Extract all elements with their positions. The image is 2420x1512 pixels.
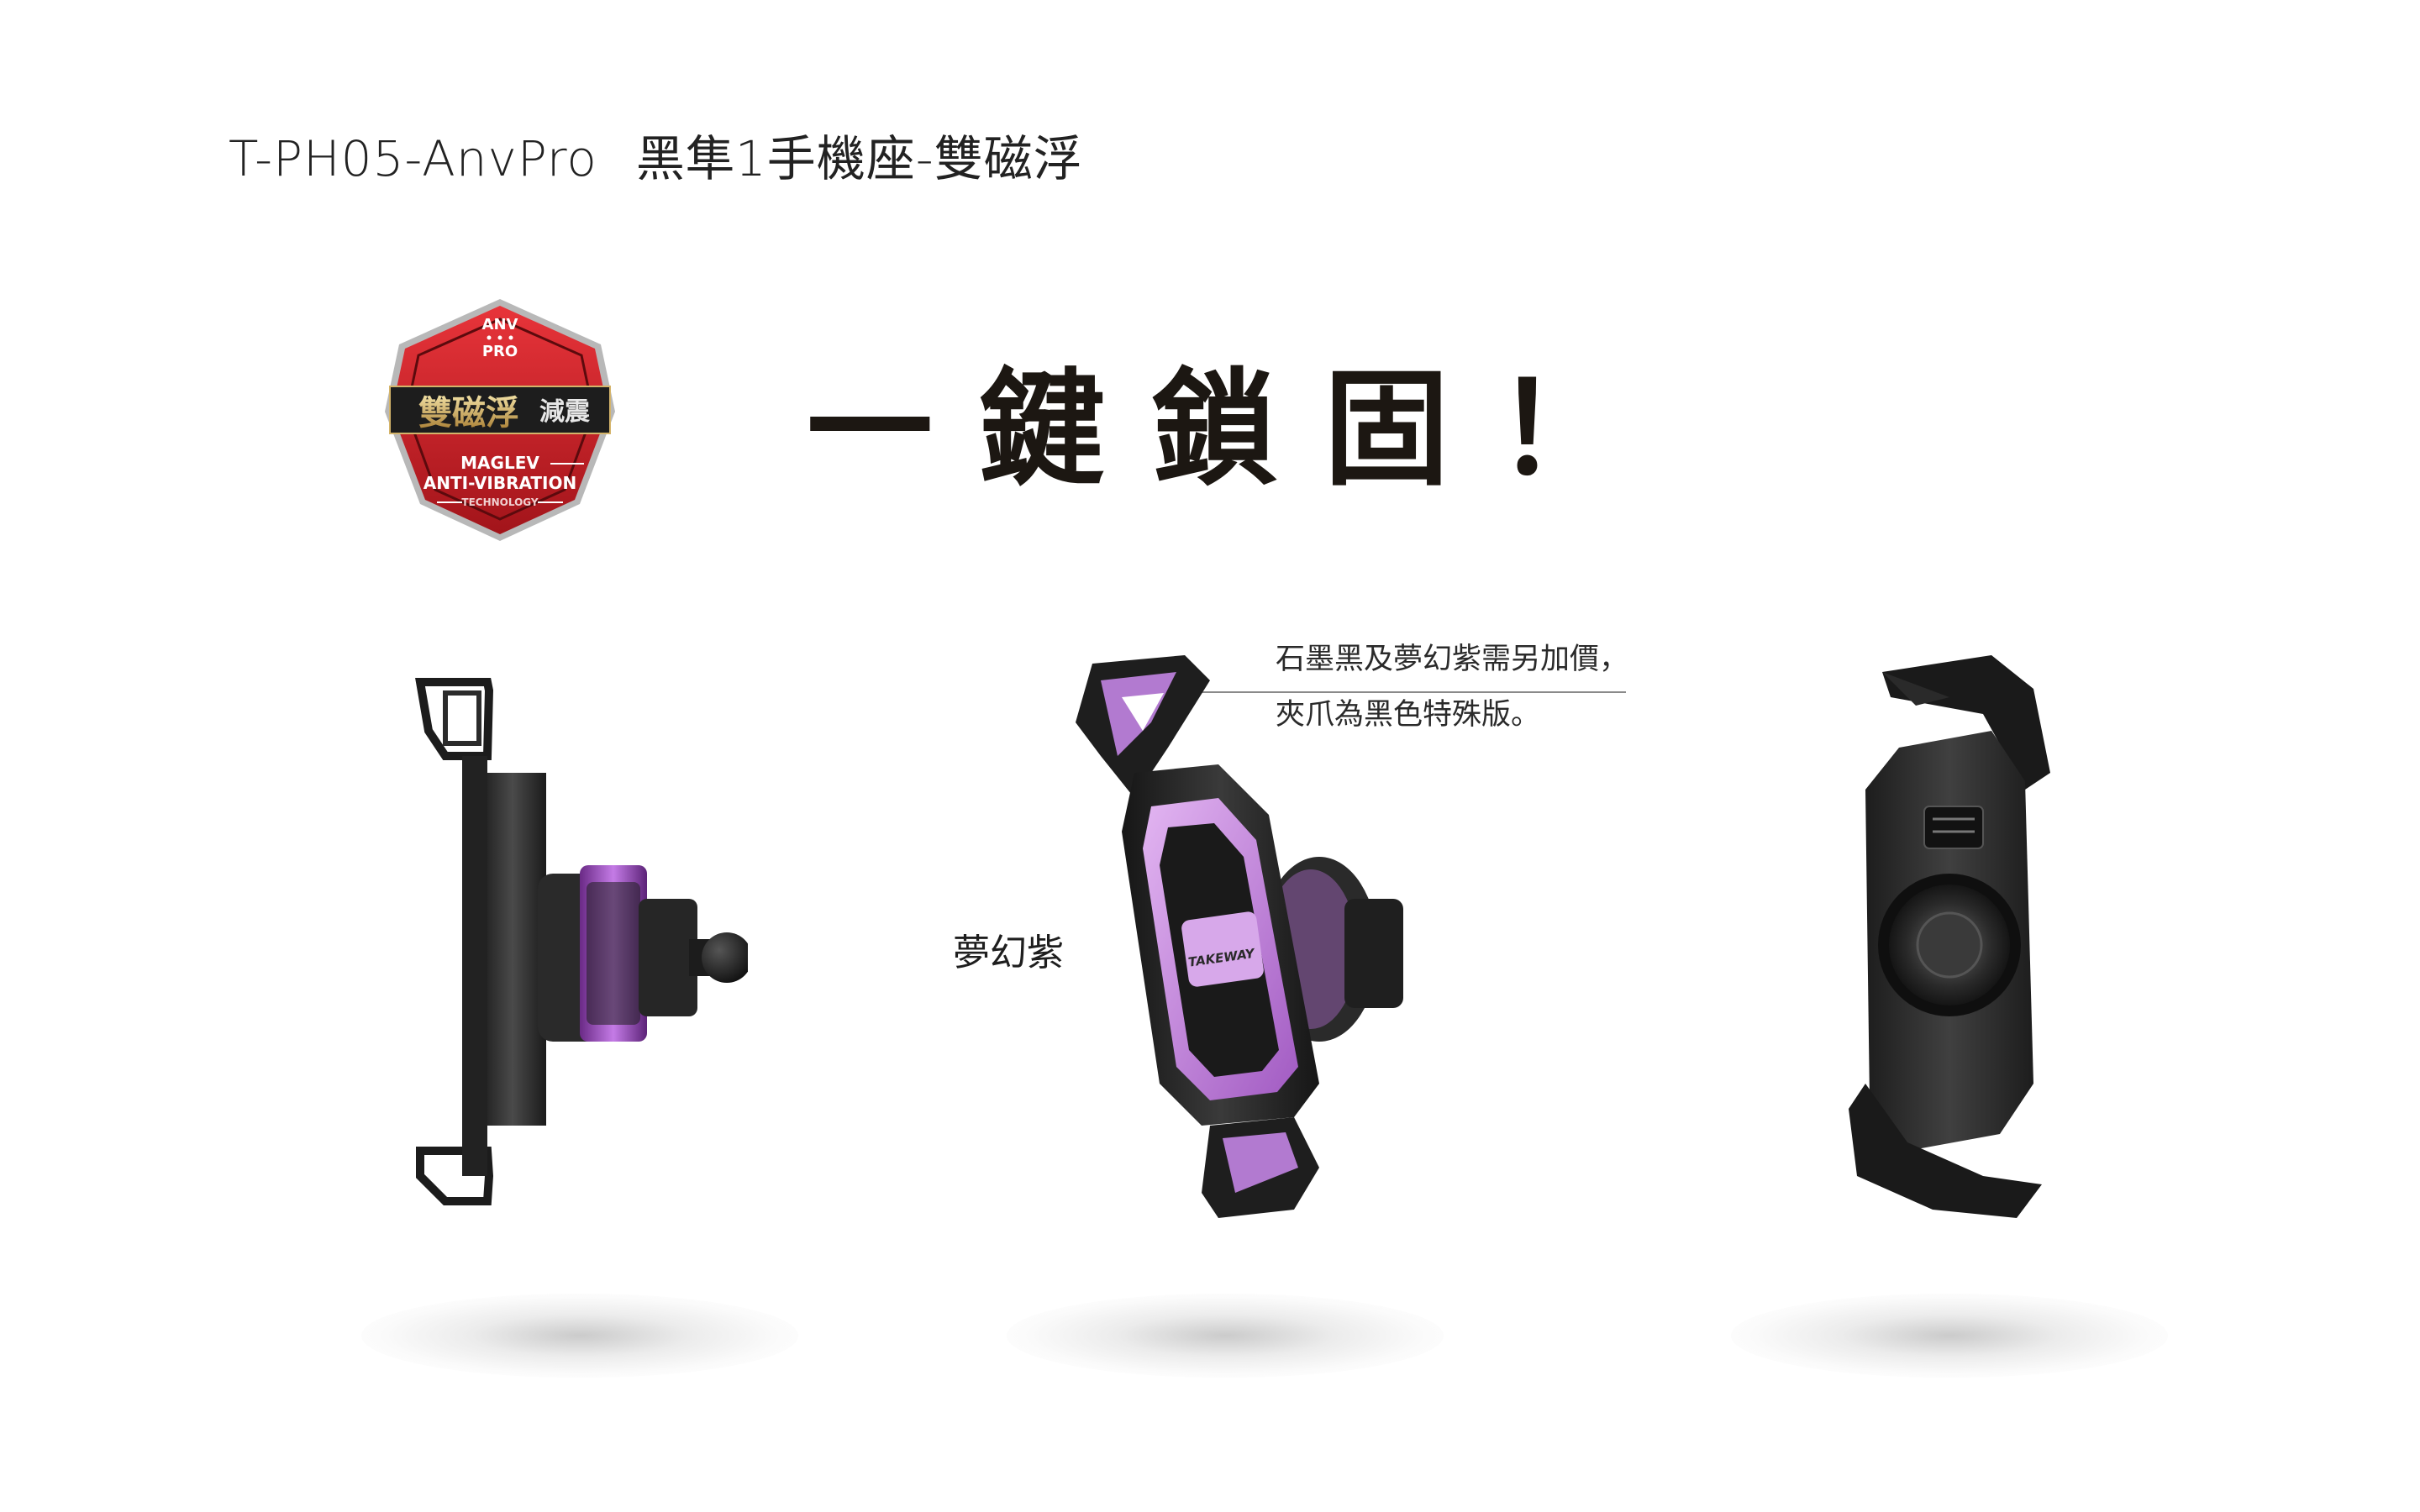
badge-main-2: 減震 [539, 397, 591, 427]
badge-line-3: TECHNOLOGY [461, 496, 538, 508]
note-line-2: 夾爪為黑色特殊版。 [1276, 698, 1541, 732]
product-side-view [395, 672, 752, 1210]
note-line-1: 石墨黑及夢幻紫需另加價， [1276, 643, 1629, 676]
badge-line-1: MAGLEV [460, 453, 539, 473]
slogan: 一鍵鎖固！ [807, 357, 1669, 503]
product-shadow-right [1731, 1294, 2168, 1378]
badge-top-2: PRO [482, 343, 518, 360]
note-rule [1155, 691, 1626, 693]
maglev-badge: ANV PRO 雙磁浮 減震 MAGLEV ANTI-VIBRATION TEC… [378, 294, 622, 546]
badge-main: 雙磁浮 [418, 394, 519, 433]
model-code: T-PH05-AnvPro [229, 130, 597, 187]
color-variant-label: 夢幻紫 [953, 932, 1064, 974]
product-front-view: TAKEWAY [1042, 647, 1428, 1218]
badge-line-2: ANTI-VIBRATION [424, 473, 576, 493]
product-name: 黑隼1手機座-雙磁浮 [635, 130, 1083, 187]
badge-top-1: ANV [482, 316, 518, 333]
product-shadow-center [1007, 1294, 1444, 1378]
product-back-view [1832, 638, 2084, 1226]
product-shadow-left [361, 1294, 798, 1378]
page-title: T-PH05-AnvPro 黑隼1手機座-雙磁浮 [229, 119, 1083, 190]
